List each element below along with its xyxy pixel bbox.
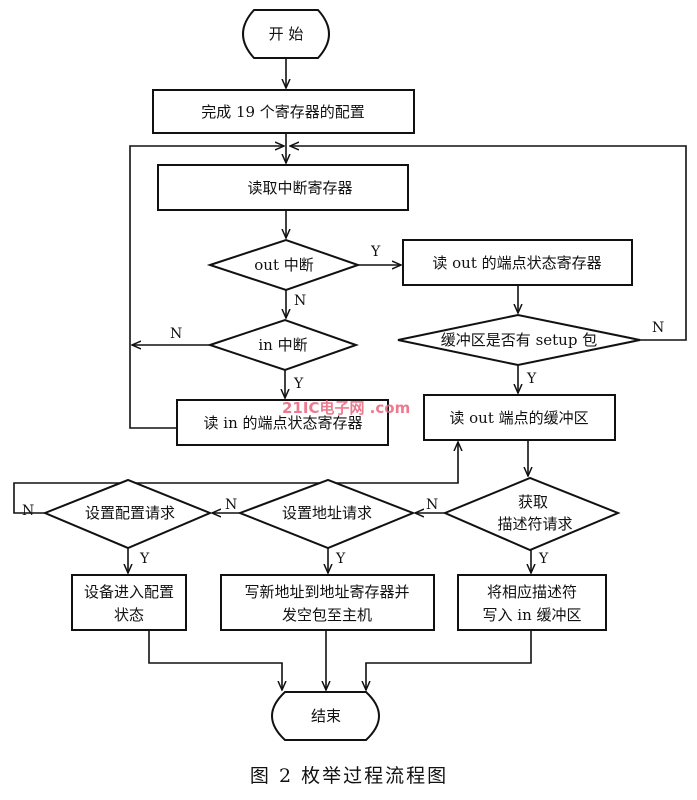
in-interrupt-decision: in 中断 [206, 318, 360, 372]
yes-label: Y [538, 551, 549, 567]
yes-label: Y [293, 376, 304, 392]
get-descriptor-label-2: 描述符请求 [497, 515, 572, 533]
read-in-endpoint-label: 读 in 的端点状态寄存器 [204, 414, 363, 432]
read-out-endpoint-label: 读 out 的端点状态寄存器 [432, 254, 601, 272]
branch-labels: Y N N Y N Y N N N Y Y Y [22, 244, 664, 567]
write-address-box: 写新地址到地址寄存器并 发空包至主机 [220, 574, 435, 631]
read-interrupt-label: 读取中断寄存器 [247, 179, 352, 197]
no-label: N [225, 497, 237, 513]
config-registers-label: 完成 19 个寄存器的配置 [201, 103, 365, 121]
set-address-label: 设置地址请求 [282, 504, 372, 522]
read-in-endpoint-box: 读 in 的端点状态寄存器 [176, 399, 389, 446]
read-out-endpoint-box: 读 out 的端点状态寄存器 [402, 239, 633, 286]
write-descriptor-label-1: 将相应描述符 [487, 583, 577, 601]
connectors [13, 58, 687, 690]
read-out-buffer-label: 读 out 端点的缓冲区 [449, 409, 588, 427]
setup-packet-label: 缓冲区是否有 setup 包 [441, 331, 597, 349]
end-label: 结束 [311, 707, 341, 725]
out-interrupt-label: out 中断 [254, 256, 314, 274]
read-interrupt-box: 读取中断寄存器 [157, 164, 409, 211]
set-config-decision: 设置配置请求 [42, 478, 213, 550]
enter-config-box: 设备进入配置 状态 [71, 574, 187, 631]
read-out-buffer-box: 读 out 端点的缓冲区 [423, 394, 616, 441]
no-label: N [22, 503, 34, 519]
no-label: N [652, 320, 664, 336]
write-descriptor-box: 将相应描述符 写入 in 缓冲区 [457, 574, 607, 631]
setup-packet-decision: 缓冲区是否有 setup 包 [397, 313, 641, 367]
no-label: N [294, 293, 306, 309]
write-address-label-2: 发空包至主机 [282, 606, 372, 624]
yes-label: Y [526, 371, 537, 387]
yes-label: Y [335, 551, 346, 567]
write-address-label-1: 写新地址到地址寄存器并 [244, 583, 409, 601]
config-registers-box: 完成 19 个寄存器的配置 [152, 89, 415, 134]
set-address-decision: 设置地址请求 [237, 478, 416, 550]
get-descriptor-label-1: 获取 [518, 493, 548, 511]
enter-config-label-1: 设备进入配置 [84, 583, 174, 601]
yes-label: Y [139, 551, 150, 567]
yes-label: Y [370, 244, 381, 260]
in-interrupt-label: in 中断 [258, 336, 307, 354]
get-descriptor-decision: 获取 描述符请求 [442, 476, 621, 552]
write-descriptor-label-2: 写入 in 缓冲区 [483, 606, 582, 624]
figure-caption: 图 2 枚举过程流程图 [250, 765, 448, 787]
no-label: N [426, 497, 438, 513]
start-label: 开 始 [269, 25, 304, 43]
out-interrupt-decision: out 中断 [206, 238, 362, 292]
end-terminal: 结束 [271, 691, 380, 741]
enter-config-label-2: 状态 [114, 606, 144, 624]
no-label: N [170, 326, 182, 342]
watermark-logo: 21IC电子网 .com [282, 399, 410, 417]
set-config-label: 设置配置请求 [85, 504, 175, 522]
start-terminal: 开 始 [242, 9, 330, 59]
